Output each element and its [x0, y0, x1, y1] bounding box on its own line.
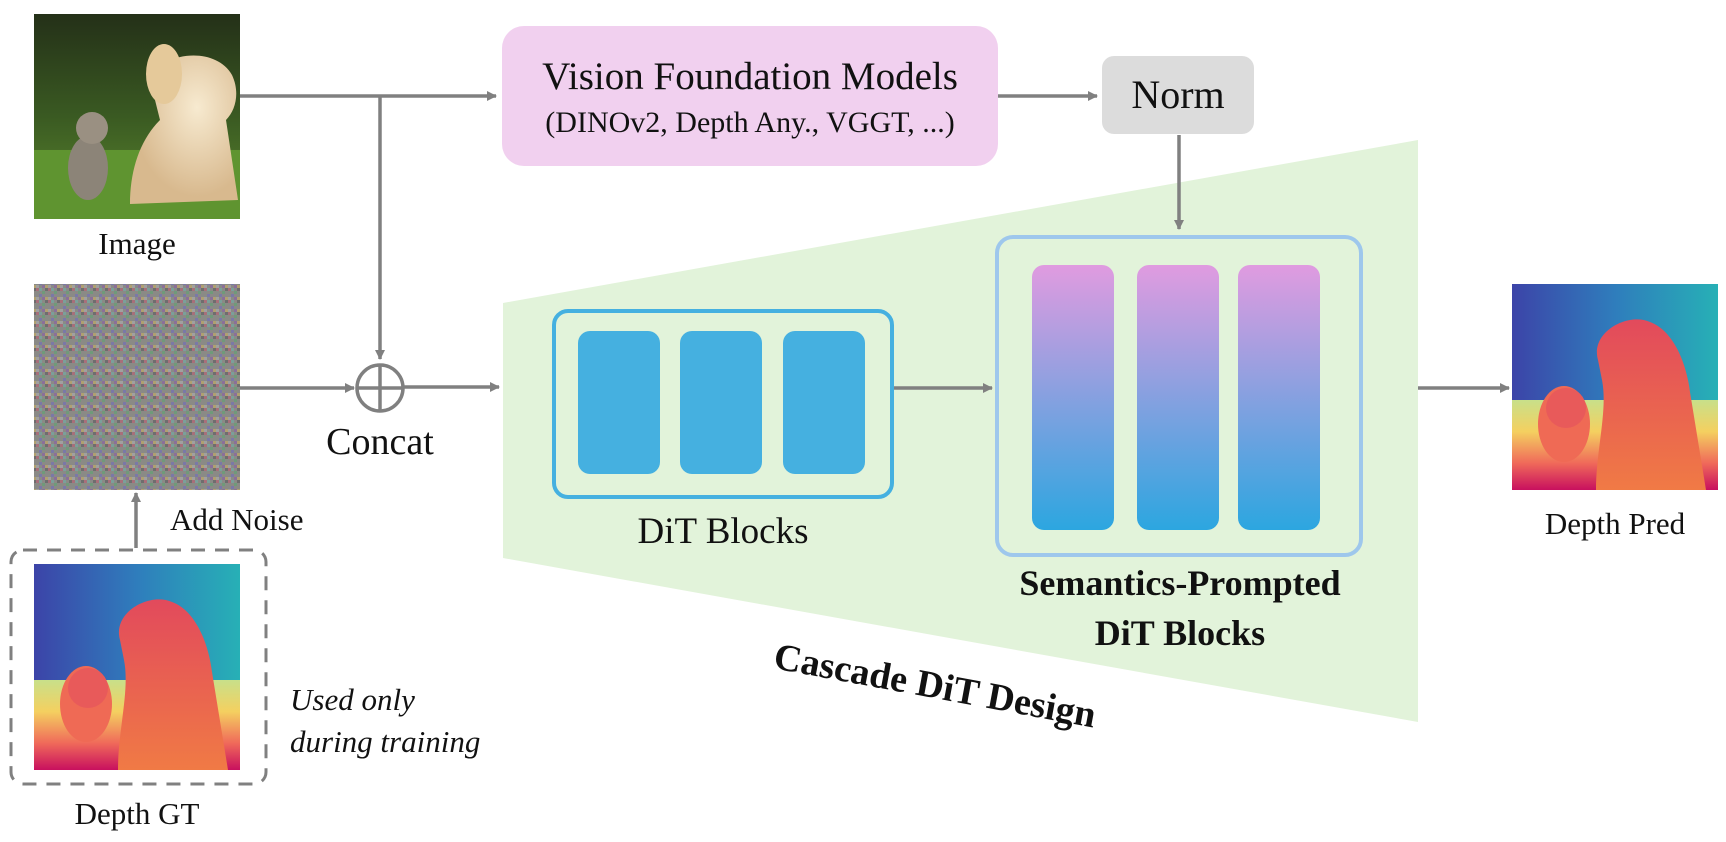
image-label: Image [98, 226, 176, 261]
depth-gt-image [34, 564, 240, 770]
dit-blocks-group [552, 309, 894, 499]
depth-pred-image [1512, 284, 1718, 490]
norm-label: Norm [1131, 72, 1225, 117]
concat-symbol [355, 363, 405, 413]
dit-block [578, 331, 660, 474]
vfm-title: Vision Foundation Models [542, 55, 958, 98]
semantic-label-line2: DiT Blocks [1094, 613, 1266, 653]
connectors [131, 91, 1510, 548]
vfm-subtitle: (DINOv2, Depth Any., VGGT, ...) [545, 106, 955, 139]
add-noise-label: Add Noise [170, 502, 304, 537]
semantic-dit-block [1032, 265, 1114, 530]
vision-foundation-box: Vision Foundation Models (DINOv2, Depth … [502, 26, 998, 166]
depth-gt-label: Depth GT [74, 796, 200, 831]
training-note-line2: during training [290, 724, 481, 759]
semantic-dit-group [995, 235, 1363, 557]
training-note-line1: Used only [290, 682, 415, 717]
norm-box: Norm [1102, 56, 1254, 134]
dit-block [680, 331, 762, 474]
semantic-dit-block [1137, 265, 1219, 530]
depth-pred-label: Depth Pred [1544, 506, 1686, 541]
dit-block [783, 331, 865, 474]
input-image [34, 14, 240, 219]
noise-image [34, 284, 240, 490]
semantic-dit-block [1238, 265, 1320, 530]
dit-blocks-label: DiT Blocks [637, 511, 809, 552]
concat-label: Concat [326, 421, 434, 463]
semantic-label-line1: Semantics-Prompted [1019, 563, 1341, 603]
